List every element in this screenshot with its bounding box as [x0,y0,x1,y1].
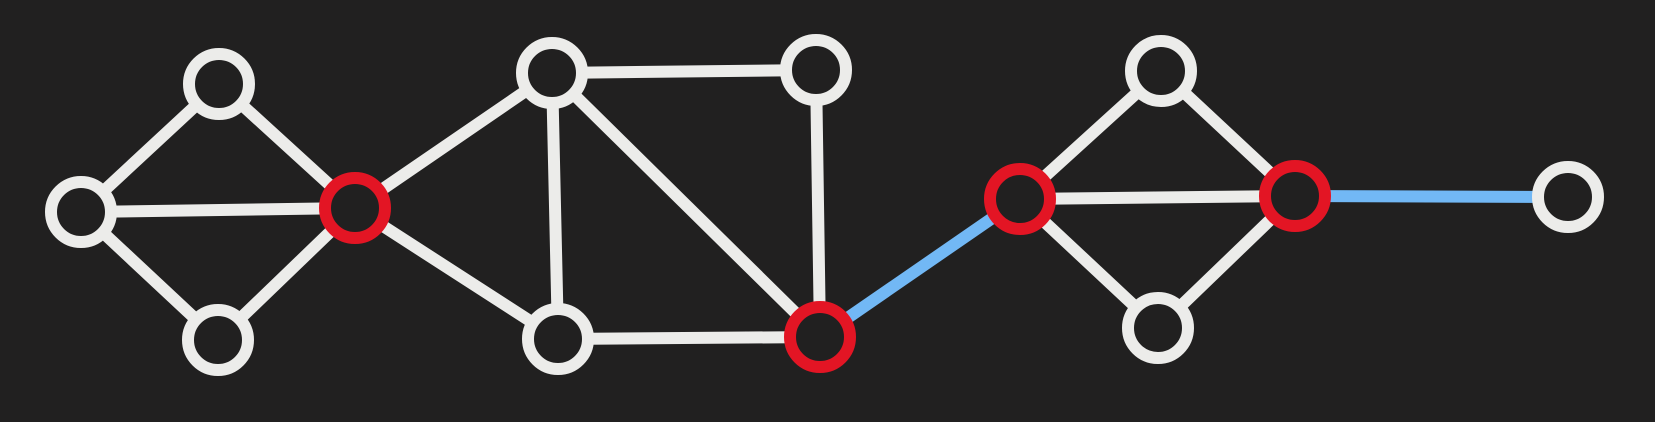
edge-n6-n7 [552,331,826,345]
node-n10 [1122,292,1194,364]
node-n5 [780,34,852,106]
articulation-node-n3 [319,172,391,244]
node-n6 [522,303,594,375]
node-n2 [182,304,254,376]
articulation-node-n8 [984,163,1056,235]
bridge-edge-n11-n12 [1289,190,1574,203]
articulation-node-n7 [784,301,856,373]
edges-layer [75,64,1574,346]
node-n4 [516,37,588,109]
node-n0 [45,176,117,248]
edge-n4-n7 [546,67,826,343]
nodes-layer [45,34,1604,376]
node-n1 [183,48,255,120]
edge-n0-n3 [75,202,361,218]
edge-n8-n11 [1014,190,1301,205]
node-n12 [1532,161,1604,233]
edge-n3-n4 [349,67,558,214]
node-n9 [1125,35,1197,107]
edge-n4-n5 [546,64,822,79]
bridge-edge-n7-n8 [814,193,1026,343]
edge-n5-n7 [810,64,826,343]
articulation-node-n11 [1259,160,1331,232]
edge-n3-n6 [349,202,564,345]
edge-n4-n6 [546,67,564,345]
